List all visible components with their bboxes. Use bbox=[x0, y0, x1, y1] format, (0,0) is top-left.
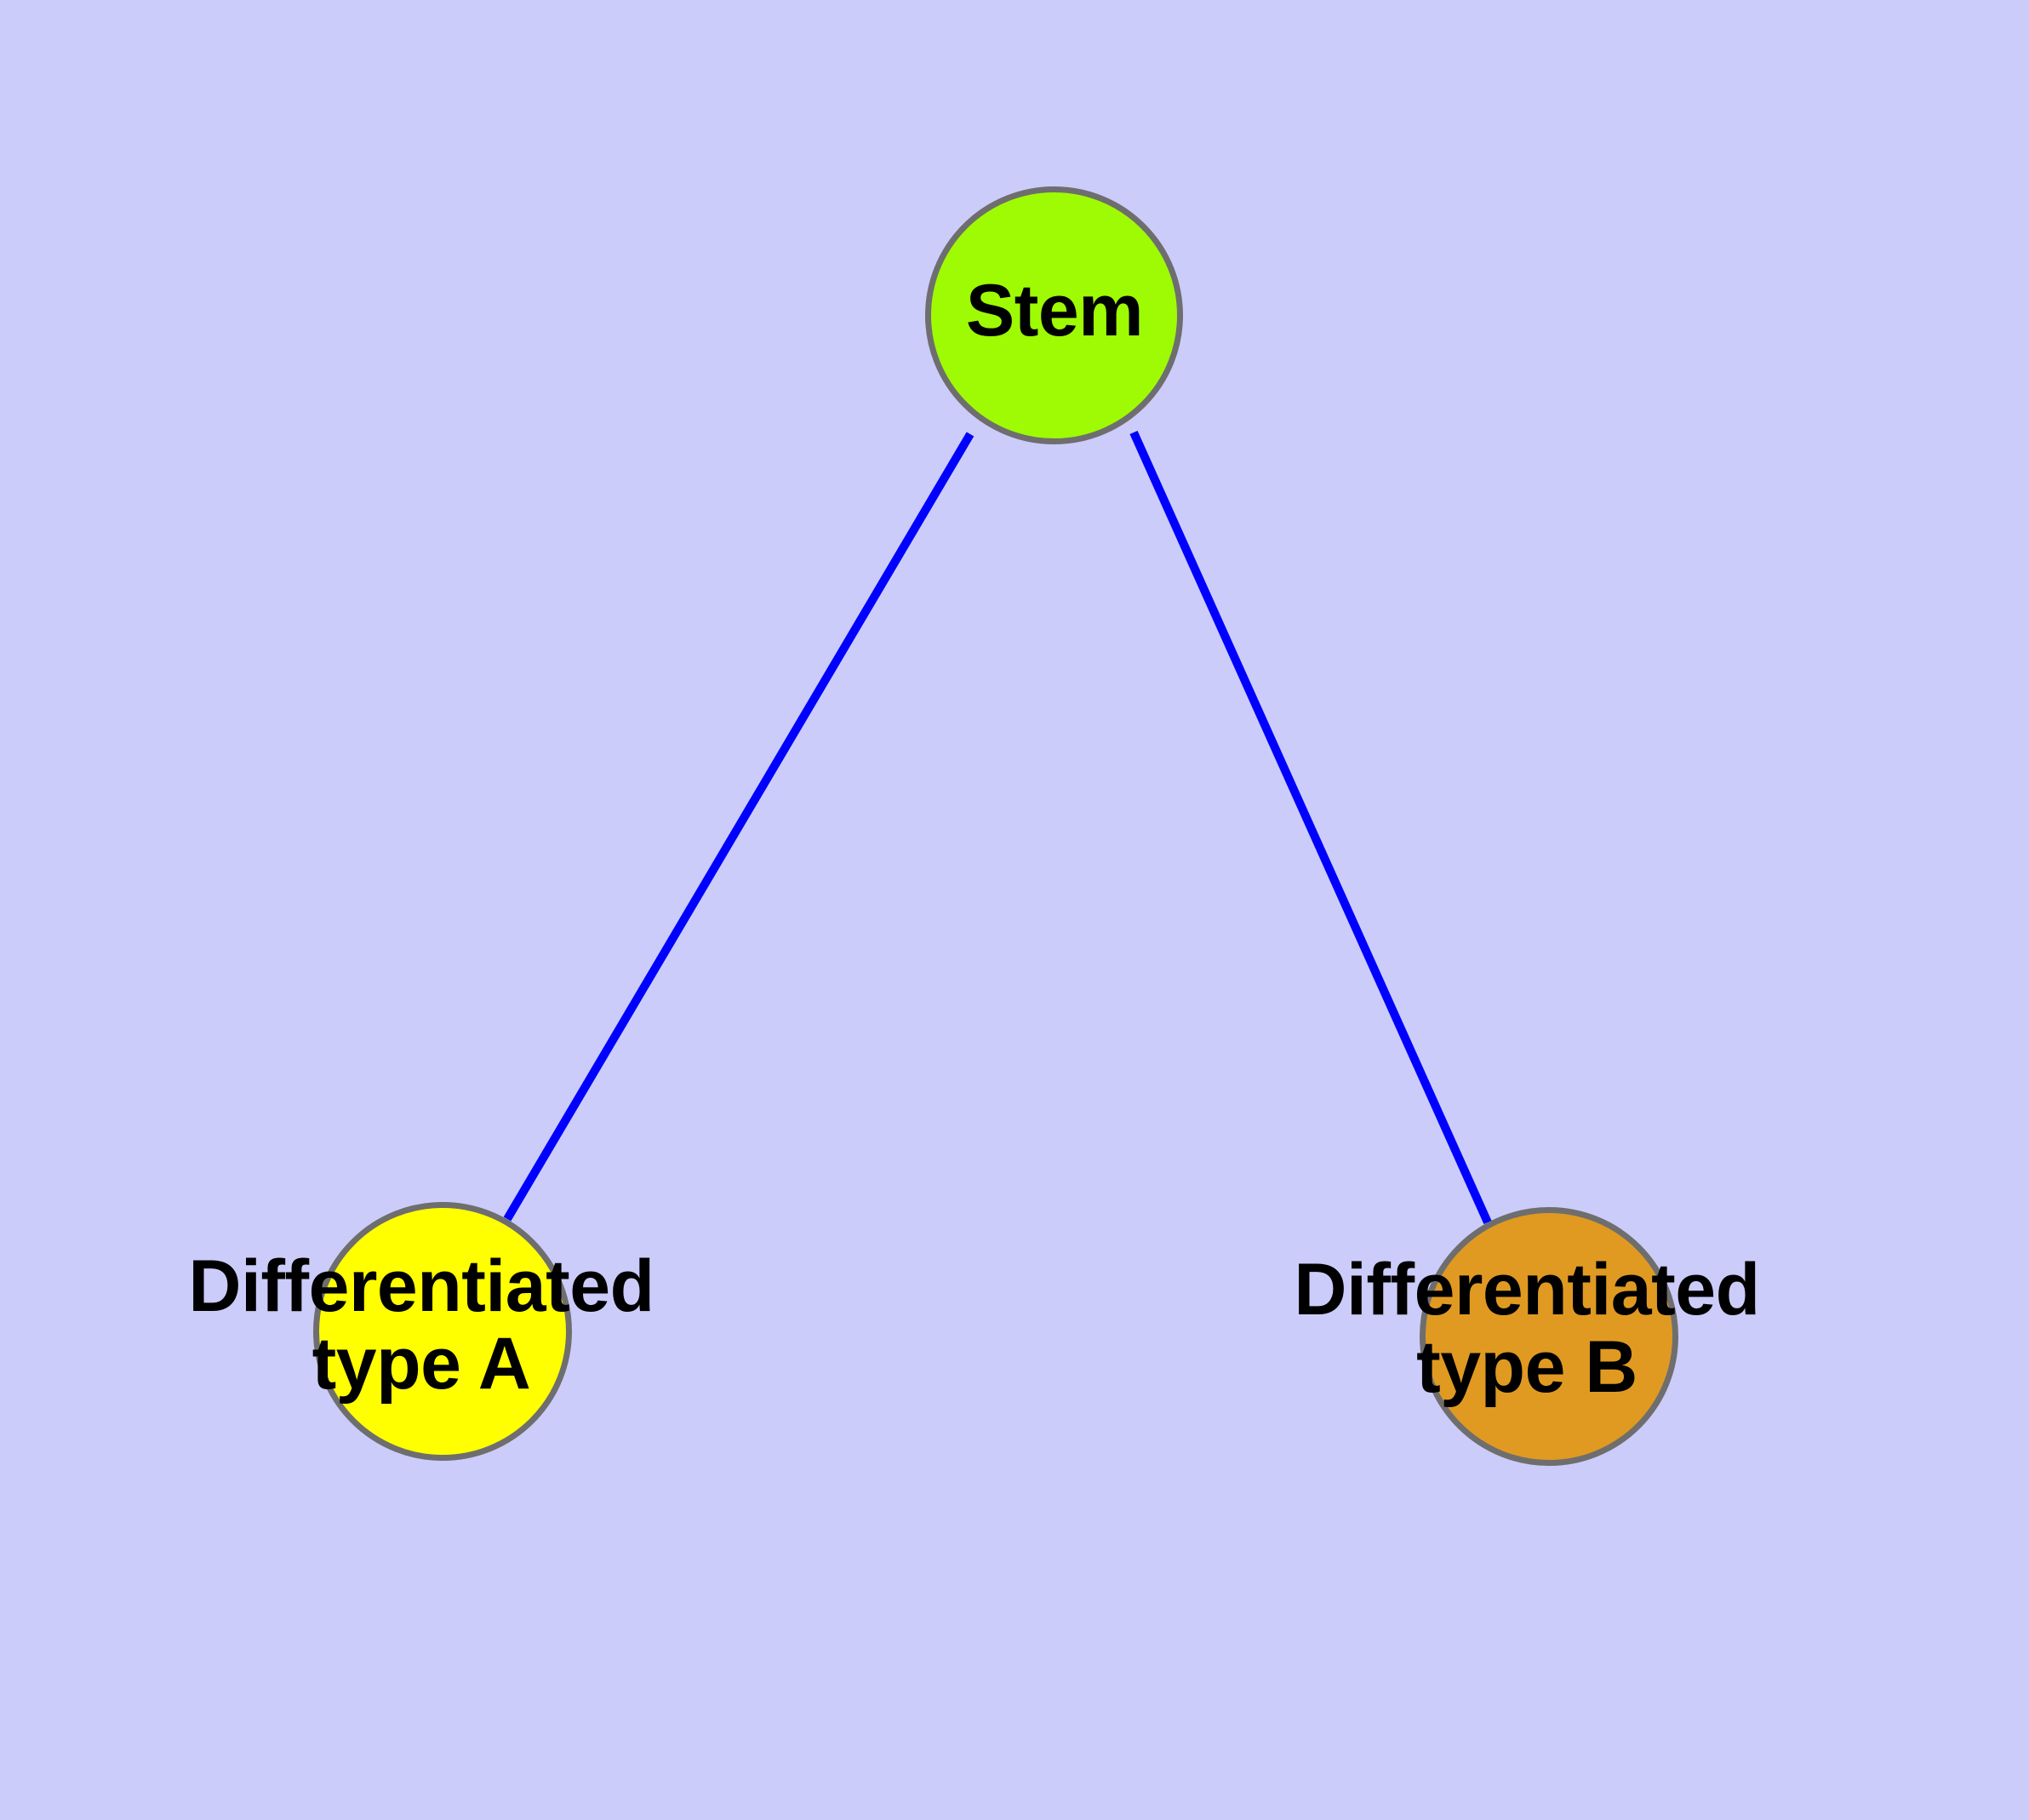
edge-stem-to-differentiated-type-b bbox=[1129, 430, 1492, 1225]
node-stem[interactable] bbox=[925, 186, 1183, 444]
edge-stem-to-differentiated-type-a bbox=[503, 432, 974, 1222]
node-differentiated-type-a[interactable] bbox=[313, 1202, 572, 1461]
node-differentiated-type-b[interactable] bbox=[1420, 1207, 1678, 1466]
